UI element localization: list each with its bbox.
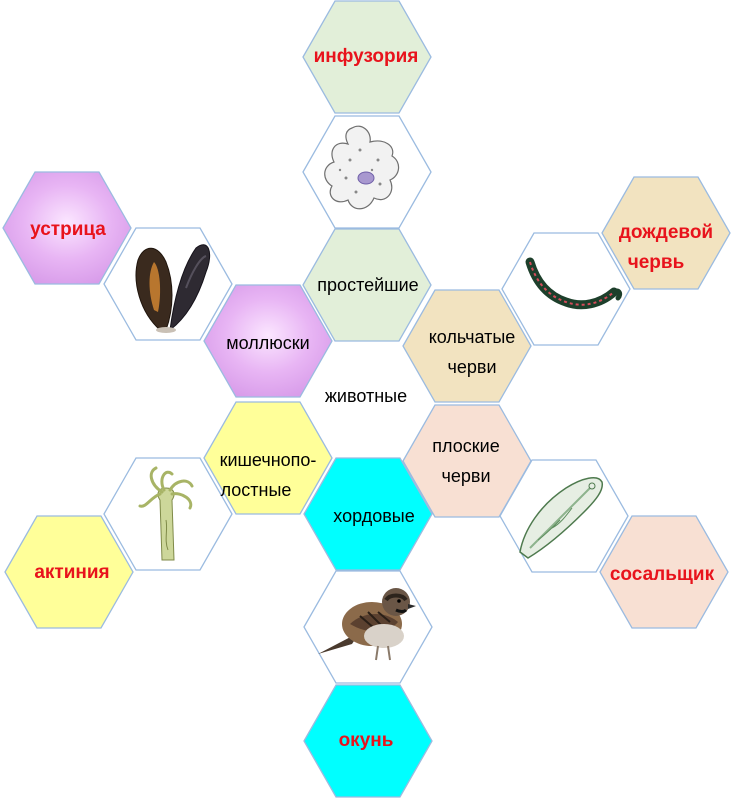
group-label-cnidarians-line1: кишечнопо-	[220, 450, 317, 470]
group-label-annelids-line2: черви	[447, 357, 496, 377]
example-hex-chordates	[303, 684, 433, 798]
group-hex-annelids	[402, 289, 532, 403]
example-label-annelids-line2: червь	[628, 252, 685, 273]
mussel-icon	[135, 244, 211, 333]
group-label-annelids-line1: кольчатые	[429, 327, 516, 347]
example-label-chordates: окунь	[339, 730, 394, 751]
group-hex-flatworms	[402, 404, 532, 518]
example-label-flatworms: сосальщик	[610, 564, 715, 585]
group-label-flatworms-line1: плоские	[432, 436, 499, 456]
group-label-cnidarians-line2: лостные	[221, 480, 292, 500]
amoeba-icon	[324, 125, 400, 210]
group-label-molluscs: моллюски	[226, 333, 309, 353]
group-label-flatworms-line2: черви	[441, 466, 490, 486]
example-hex-flatworms	[599, 515, 729, 629]
fluke-icon	[519, 477, 604, 559]
group-label-protozoa: простейшие	[317, 275, 418, 295]
group-hex-chordates	[303, 457, 433, 571]
group-hex-protozoa	[302, 228, 432, 342]
example-hex-annelids	[601, 176, 731, 290]
hydra-icon	[138, 466, 194, 561]
example-hex-molluscs	[2, 171, 132, 285]
group-label-chordates: хордовые	[333, 506, 414, 526]
worm-icon	[525, 257, 623, 310]
example-label-cnidarians: актиния	[34, 562, 109, 583]
group-hex-molluscs	[203, 284, 333, 398]
example-label-annelids-line1: дождевой	[619, 222, 713, 243]
example-hex-cnidarians	[4, 515, 134, 629]
example-label-protozoa: инфузория	[314, 46, 419, 67]
example-label-molluscs: устрица	[30, 219, 106, 240]
example-hex-protozoa	[302, 0, 432, 114]
center-label: животные	[325, 386, 407, 406]
sparrow-icon	[318, 588, 416, 661]
group-hex-cnidarians	[203, 401, 333, 515]
